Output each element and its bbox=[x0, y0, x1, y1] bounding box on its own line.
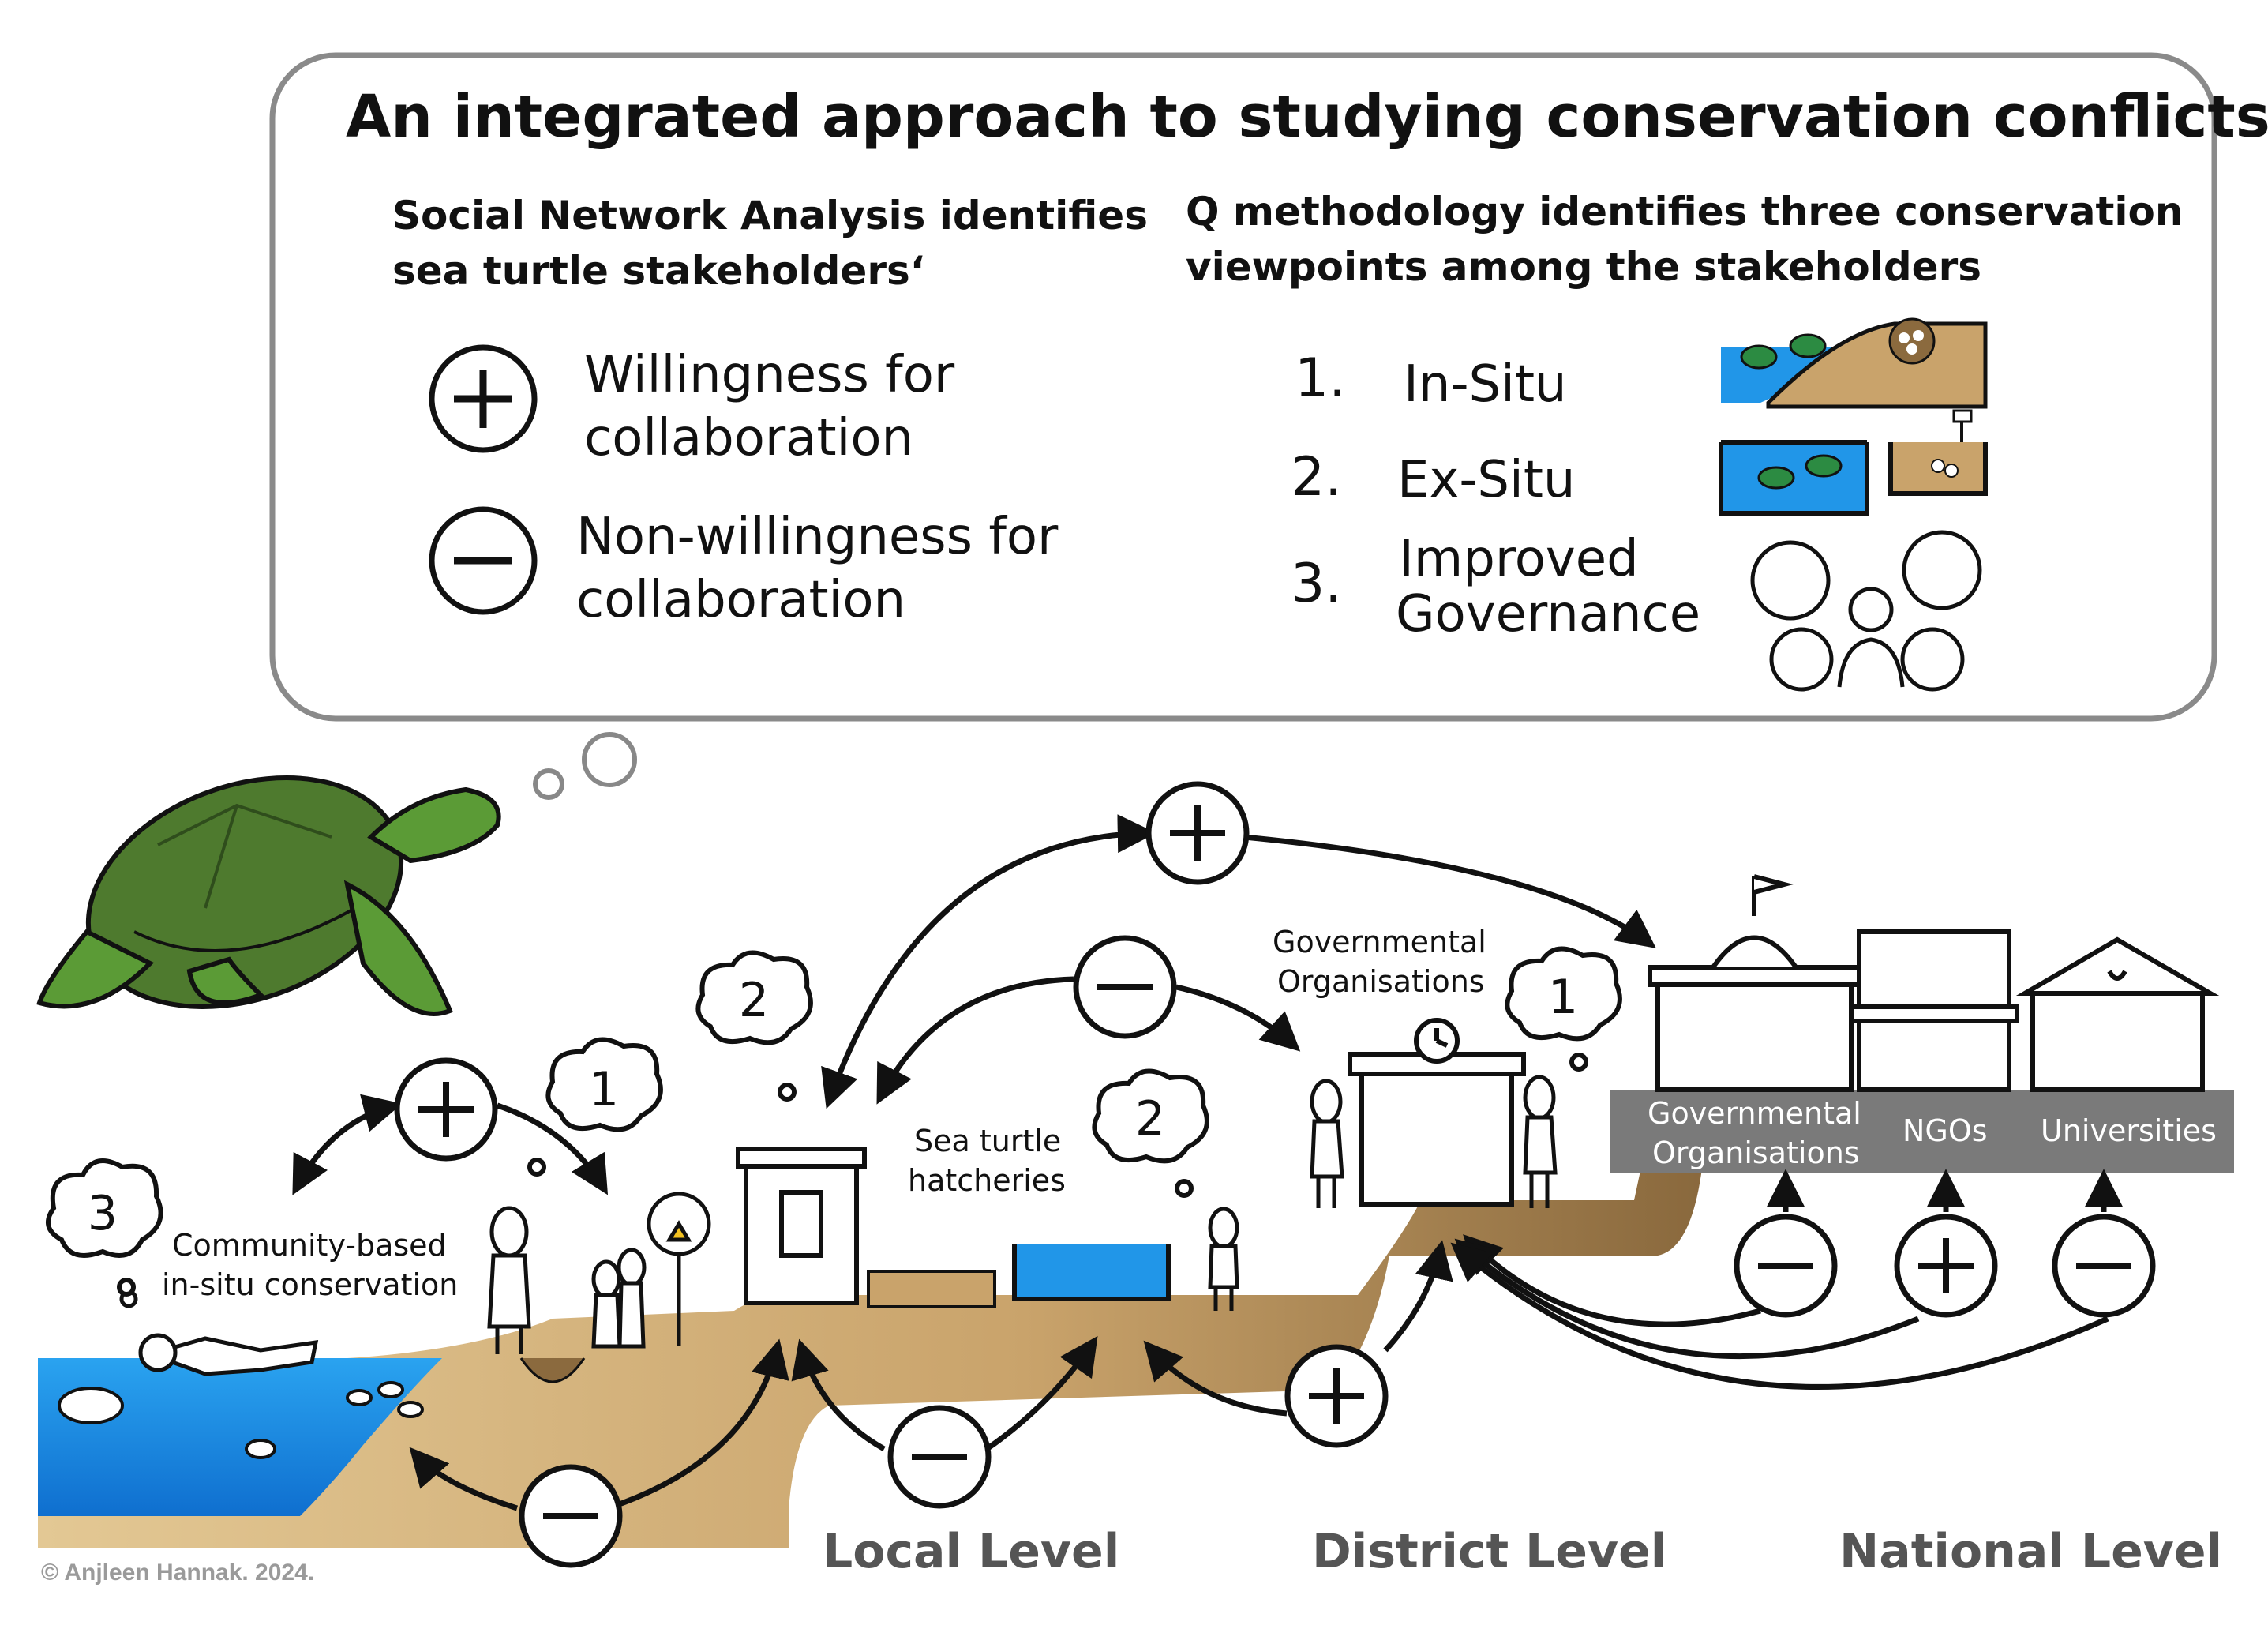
universities-label: Universities bbox=[2041, 1113, 2217, 1148]
sna-heading-line2: sea turtle stakeholders‘ bbox=[392, 248, 925, 294]
national-gov-label-line1: Governmental bbox=[1648, 1096, 1861, 1131]
minus-sign-local-mid bbox=[887, 1405, 992, 1509]
national-gov-label-line2: Organisations bbox=[1652, 1135, 1860, 1170]
plus-symbol-legend bbox=[429, 344, 538, 453]
district-level-label: District Level bbox=[1312, 1524, 1667, 1579]
willingness-line1: Willingness for bbox=[584, 346, 955, 404]
ngos-label: NGOs bbox=[1902, 1113, 1988, 1148]
thought-bubble-district bbox=[1505, 946, 1622, 1072]
thought-bubble-community bbox=[45, 1158, 163, 1297]
viewpoint-3-label-line1: Improved bbox=[1399, 530, 1639, 588]
minus-symbol-legend bbox=[429, 506, 538, 615]
turtle-warning-sign-icon bbox=[647, 1192, 711, 1346]
community-label-line2: in-situ conservation bbox=[162, 1267, 459, 1302]
plus-sign-community bbox=[394, 1057, 498, 1162]
district-gov-label-line1: Governmental bbox=[1273, 925, 1486, 959]
thought-bubble-person bbox=[527, 1037, 663, 1177]
q-heading-line1: Q methodology identifies three conservat… bbox=[1186, 189, 2184, 235]
viewpoint-1-label: In-Situ bbox=[1404, 355, 1567, 414]
sna-heading-line1: Social Network Analysis identifies bbox=[392, 193, 1148, 238]
bubble-number-person: 1 bbox=[588, 1062, 620, 1117]
bubble-number-district: 1 bbox=[1547, 970, 1579, 1025]
district-government-building-icon bbox=[1348, 1018, 1526, 1207]
willingness-line2: collaboration bbox=[584, 409, 914, 467]
ex-situ-icon bbox=[1719, 409, 1988, 516]
thought-bubble-hut bbox=[695, 950, 813, 1102]
bubble-number-hut: 2 bbox=[738, 973, 770, 1028]
plus-sign-ngos bbox=[1894, 1214, 1998, 1318]
plus-sign-district bbox=[1284, 1344, 1389, 1448]
plus-sign-top bbox=[1145, 781, 1250, 885]
national-level-label: National Level bbox=[1839, 1524, 2223, 1579]
person-icon bbox=[487, 1075, 1558, 1354]
minus-sign-universities bbox=[2052, 1214, 2156, 1318]
ngo-building-icon bbox=[1849, 929, 2019, 1092]
sea bbox=[38, 1358, 442, 1516]
hatcheries-label-line2: hatcheries bbox=[908, 1163, 1066, 1198]
nest-icon bbox=[519, 1357, 586, 1383]
minus-sign-top bbox=[1073, 935, 1177, 1039]
local-level-label: Local Level bbox=[823, 1524, 1120, 1579]
bubble-number-community: 3 bbox=[87, 1186, 118, 1241]
q-heading-line2: viewpoints among the stakeholders bbox=[1186, 244, 1982, 290]
copyright-notice: © Anjleen Hannak. 2024. bbox=[41, 1560, 315, 1586]
bubble-number-hatchery: 2 bbox=[1134, 1091, 1166, 1147]
viewpoint-3-number: 3. bbox=[1291, 553, 1342, 615]
non-willingness-line1: Non-willingness for bbox=[576, 508, 1059, 566]
in-situ-icon bbox=[1721, 317, 1988, 409]
local-office-hut-icon bbox=[736, 1147, 867, 1305]
minus-sign-national-gov bbox=[1734, 1214, 1838, 1318]
baby-sea-turtles-icon bbox=[58, 1381, 424, 1459]
diver-icon bbox=[119, 1289, 319, 1376]
sea-turtle-icon bbox=[36, 775, 501, 1016]
summary-box bbox=[269, 52, 2217, 722]
hatchery-tank-icon bbox=[867, 1244, 1171, 1308]
community-label-line1: Community-based bbox=[172, 1228, 447, 1263]
national-banner bbox=[1610, 1090, 2234, 1173]
page-title: An integrated approach to studying conse… bbox=[346, 83, 2268, 151]
national-government-building-icon bbox=[1648, 874, 1861, 1092]
viewpoint-3-label-line2: Governance bbox=[1396, 585, 1701, 644]
minus-sign-local-left bbox=[519, 1464, 623, 1568]
hatcheries-label-line1: Sea turtle bbox=[914, 1124, 1062, 1158]
governance-icon bbox=[1750, 530, 1982, 692]
viewpoint-2-label: Ex-Situ bbox=[1397, 451, 1576, 509]
viewpoint-2-number: 2. bbox=[1291, 446, 1342, 509]
landscape-ground bbox=[38, 1090, 2234, 1548]
viewpoint-1-number: 1. bbox=[1295, 347, 1346, 410]
district-gov-label-line2: Organisations bbox=[1277, 964, 1485, 999]
relationship-arrows bbox=[292, 814, 2124, 1511]
non-willingness-line2: collaboration bbox=[576, 571, 906, 629]
university-building-icon bbox=[2015, 936, 2220, 1092]
